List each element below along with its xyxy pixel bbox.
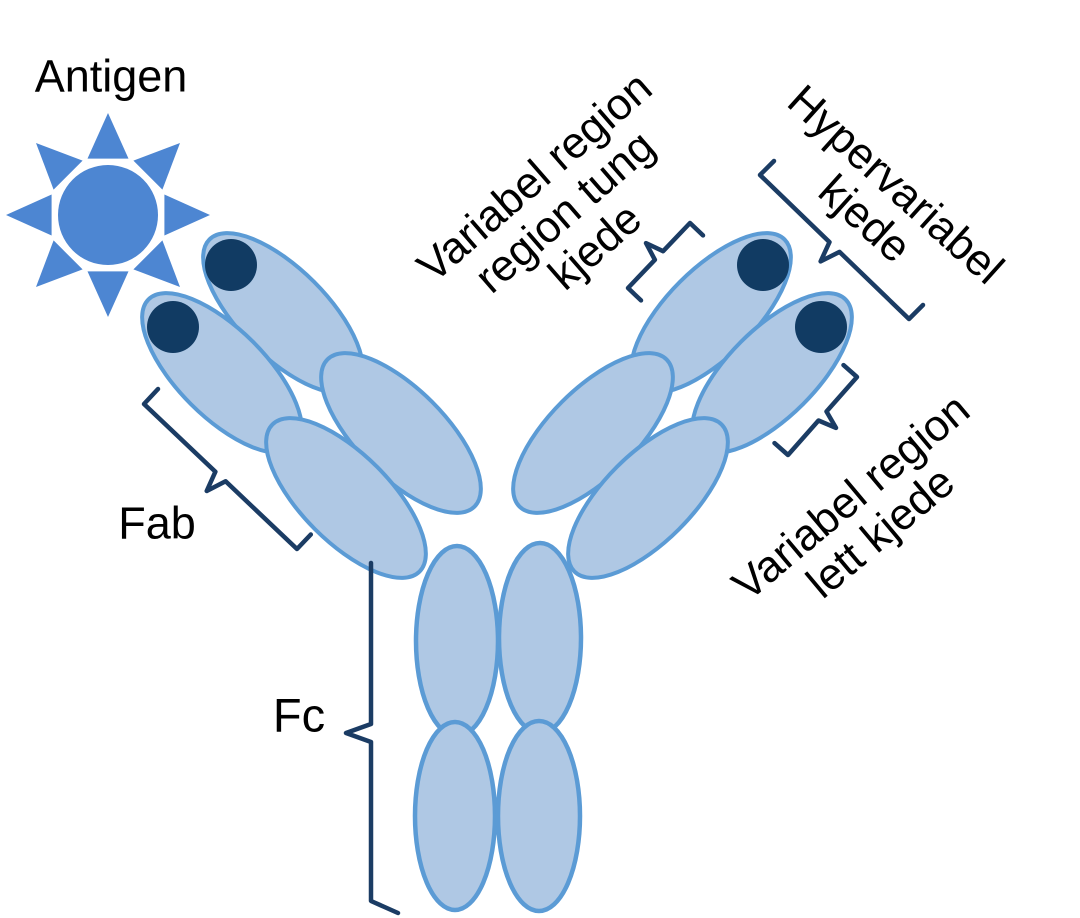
variable-heavy-brace [625, 220, 706, 303]
sun-ray-south [87, 271, 129, 317]
fc-brace [343, 560, 401, 916]
right-cl-domain [566, 416, 730, 580]
stem-ch3-right [495, 718, 583, 914]
fc-label: Fc [272, 688, 326, 742]
sun-ray-northwest [36, 143, 83, 190]
variable-light-brace [772, 362, 860, 458]
sun-ray-north [87, 113, 129, 159]
left-light-tip [147, 301, 199, 353]
left-heavy-tip [205, 239, 257, 291]
stem-ch3-left [412, 719, 498, 913]
sun-ray-west [6, 194, 52, 236]
right-light-tip [795, 301, 847, 353]
left-cl-domain [264, 416, 428, 580]
antigen-sun-icon [6, 113, 210, 317]
fab-label: Fab [118, 497, 196, 549]
sun-ray-northeast [133, 143, 180, 190]
hypervariable-tips [147, 239, 847, 353]
antigen-label: Antigen [34, 50, 188, 102]
hypervariable-brace [757, 158, 926, 322]
right-heavy-tip [737, 239, 789, 291]
sun-ray-southwest [36, 240, 83, 287]
sun-core [58, 165, 158, 265]
stem-ch2-right [496, 540, 584, 736]
sun-ray-southeast [133, 240, 180, 287]
fab-brace [141, 386, 314, 552]
fc-stem [412, 540, 584, 914]
stem-ch2-left [413, 543, 501, 739]
sun-ray-east [164, 194, 210, 236]
